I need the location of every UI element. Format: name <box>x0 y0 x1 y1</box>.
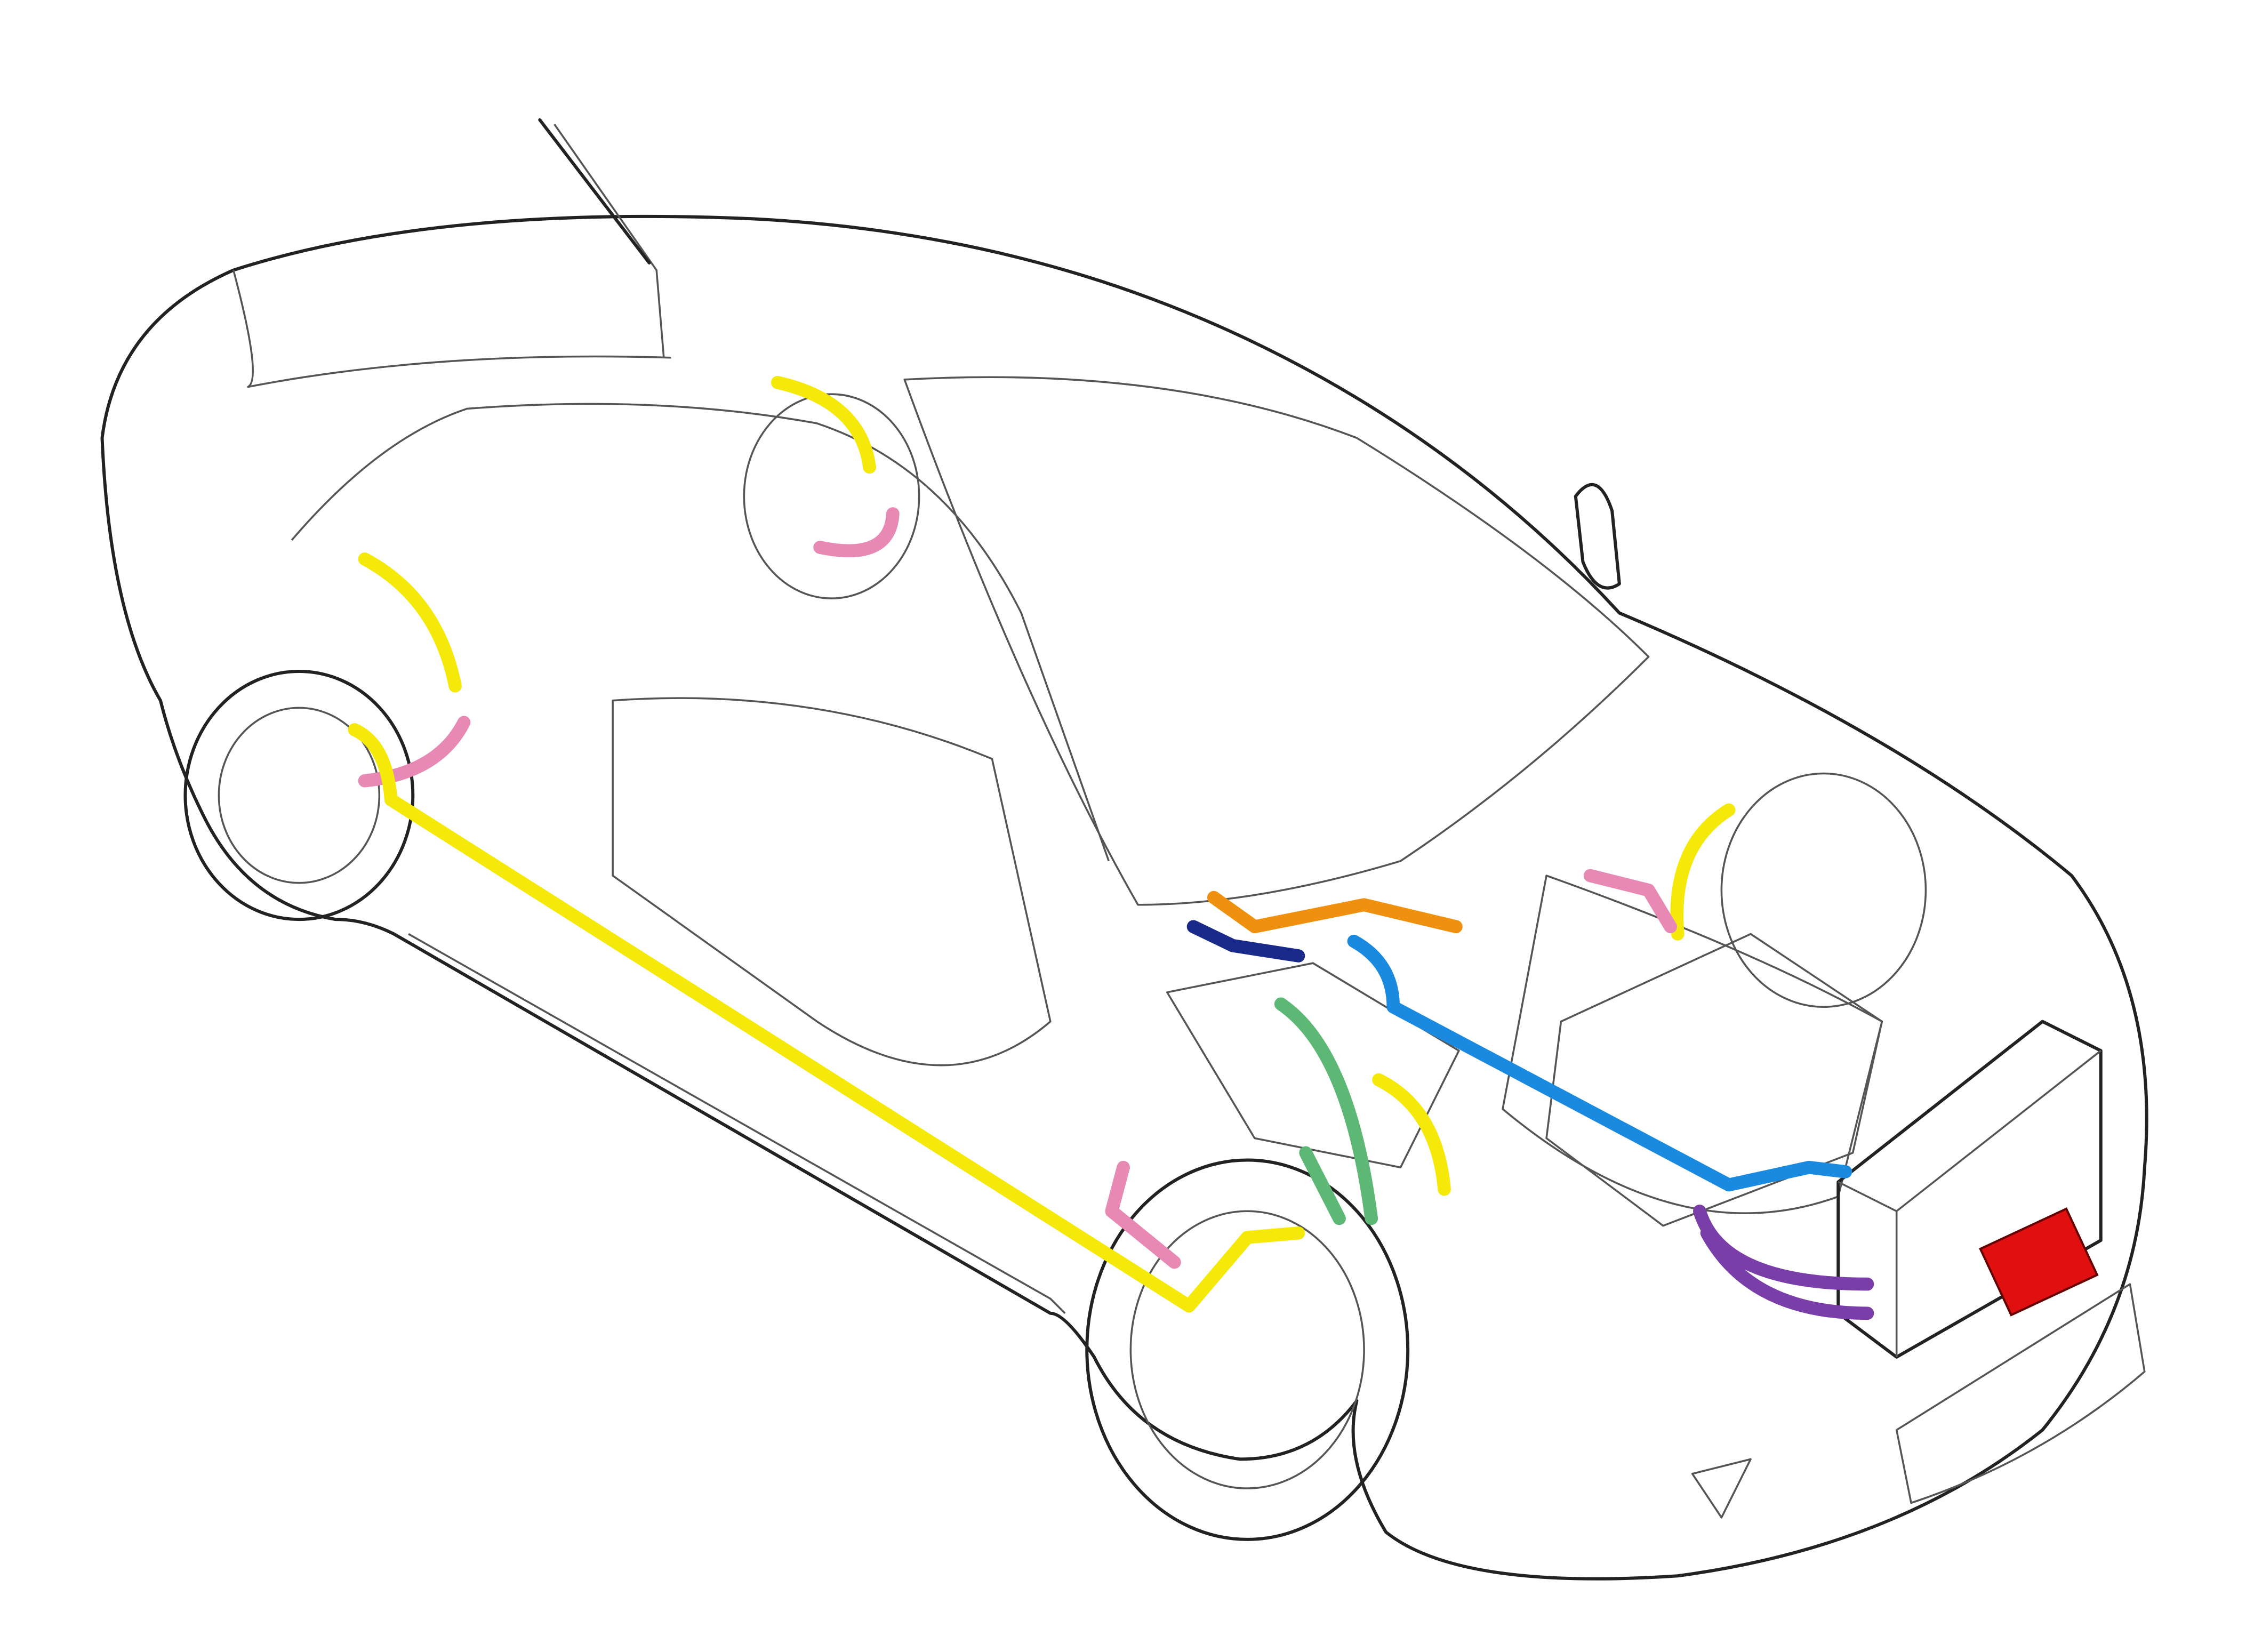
front-left-wheel <box>1085 1158 1410 1541</box>
navy-hose <box>1186 920 1305 963</box>
front-right-spring-hose <box>1583 869 1677 934</box>
front-right-wheel <box>1720 772 1927 1008</box>
green-hose-2 <box>1299 1146 1346 1225</box>
purple-hose-1 <box>1693 1204 1874 1291</box>
engine-block <box>1166 933 1883 1227</box>
rear-left-wheel <box>183 669 415 921</box>
rear-left-shock-hose <box>358 552 462 693</box>
rear-right-shock-hose <box>771 375 876 474</box>
radiator <box>1836 1020 2103 1359</box>
orange-hose <box>1207 891 1463 934</box>
front-left-wheel-hose <box>1105 1160 1181 1269</box>
purple-hose-2 <box>1700 1226 1874 1320</box>
red-connector-block <box>1979 1207 2099 1317</box>
car-body-outline <box>100 118 2148 1581</box>
wheels <box>183 393 1927 1541</box>
front-yellow-hose <box>1372 1073 1451 1196</box>
front-right-shock-hose <box>1670 803 1736 941</box>
rear-right-wheel <box>743 393 920 599</box>
main-chassis-hose <box>348 723 1305 1313</box>
rear-right-spring-hose <box>813 507 900 557</box>
green-hose-1 <box>1274 997 1378 1225</box>
blue-hose <box>1347 934 1852 1192</box>
